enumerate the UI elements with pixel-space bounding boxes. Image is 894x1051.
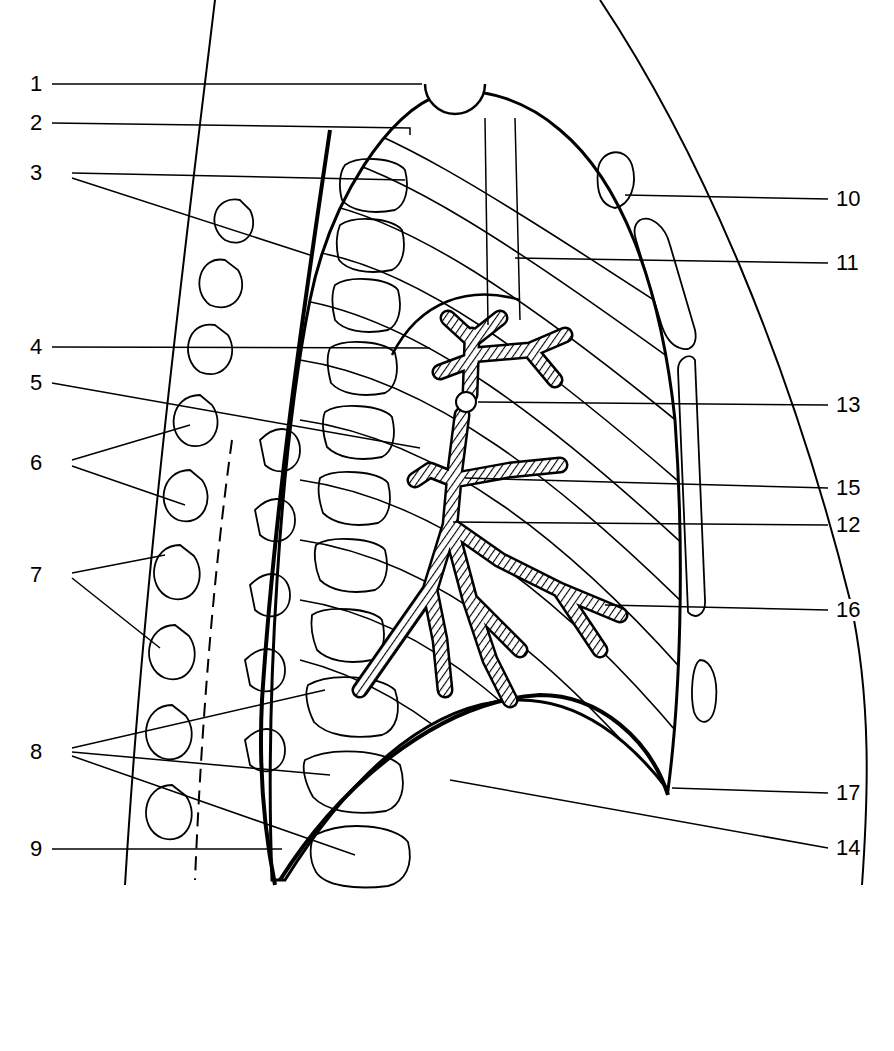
- callout-number: 3: [28, 162, 44, 184]
- callout-number: 10: [834, 188, 862, 210]
- spinous-process: [146, 199, 253, 839]
- callout-number: 13: [834, 394, 862, 416]
- clavicle-section: [425, 84, 485, 114]
- callout-number: 15: [834, 477, 862, 499]
- callout-number: 8: [28, 741, 44, 763]
- callout-number: 12: [834, 514, 862, 536]
- callout-number: 7: [28, 564, 44, 586]
- callout-number: 5: [28, 372, 44, 394]
- callout-number: 1: [28, 73, 44, 95]
- callout-number: 9: [28, 838, 44, 860]
- lung: [261, 91, 700, 900]
- sternum: [598, 152, 717, 722]
- callout-number: 2: [28, 112, 44, 134]
- callout-number: 11: [834, 252, 861, 274]
- body-outline: [125, 0, 867, 885]
- callout-number: 17: [834, 782, 862, 804]
- callout-number: 14: [834, 837, 862, 859]
- callout-number: 4: [28, 336, 44, 358]
- callout-number: 16: [834, 599, 862, 621]
- bronchial-tree: [360, 318, 620, 700]
- callout-number: 6: [28, 452, 44, 474]
- leader-line: [52, 84, 828, 855]
